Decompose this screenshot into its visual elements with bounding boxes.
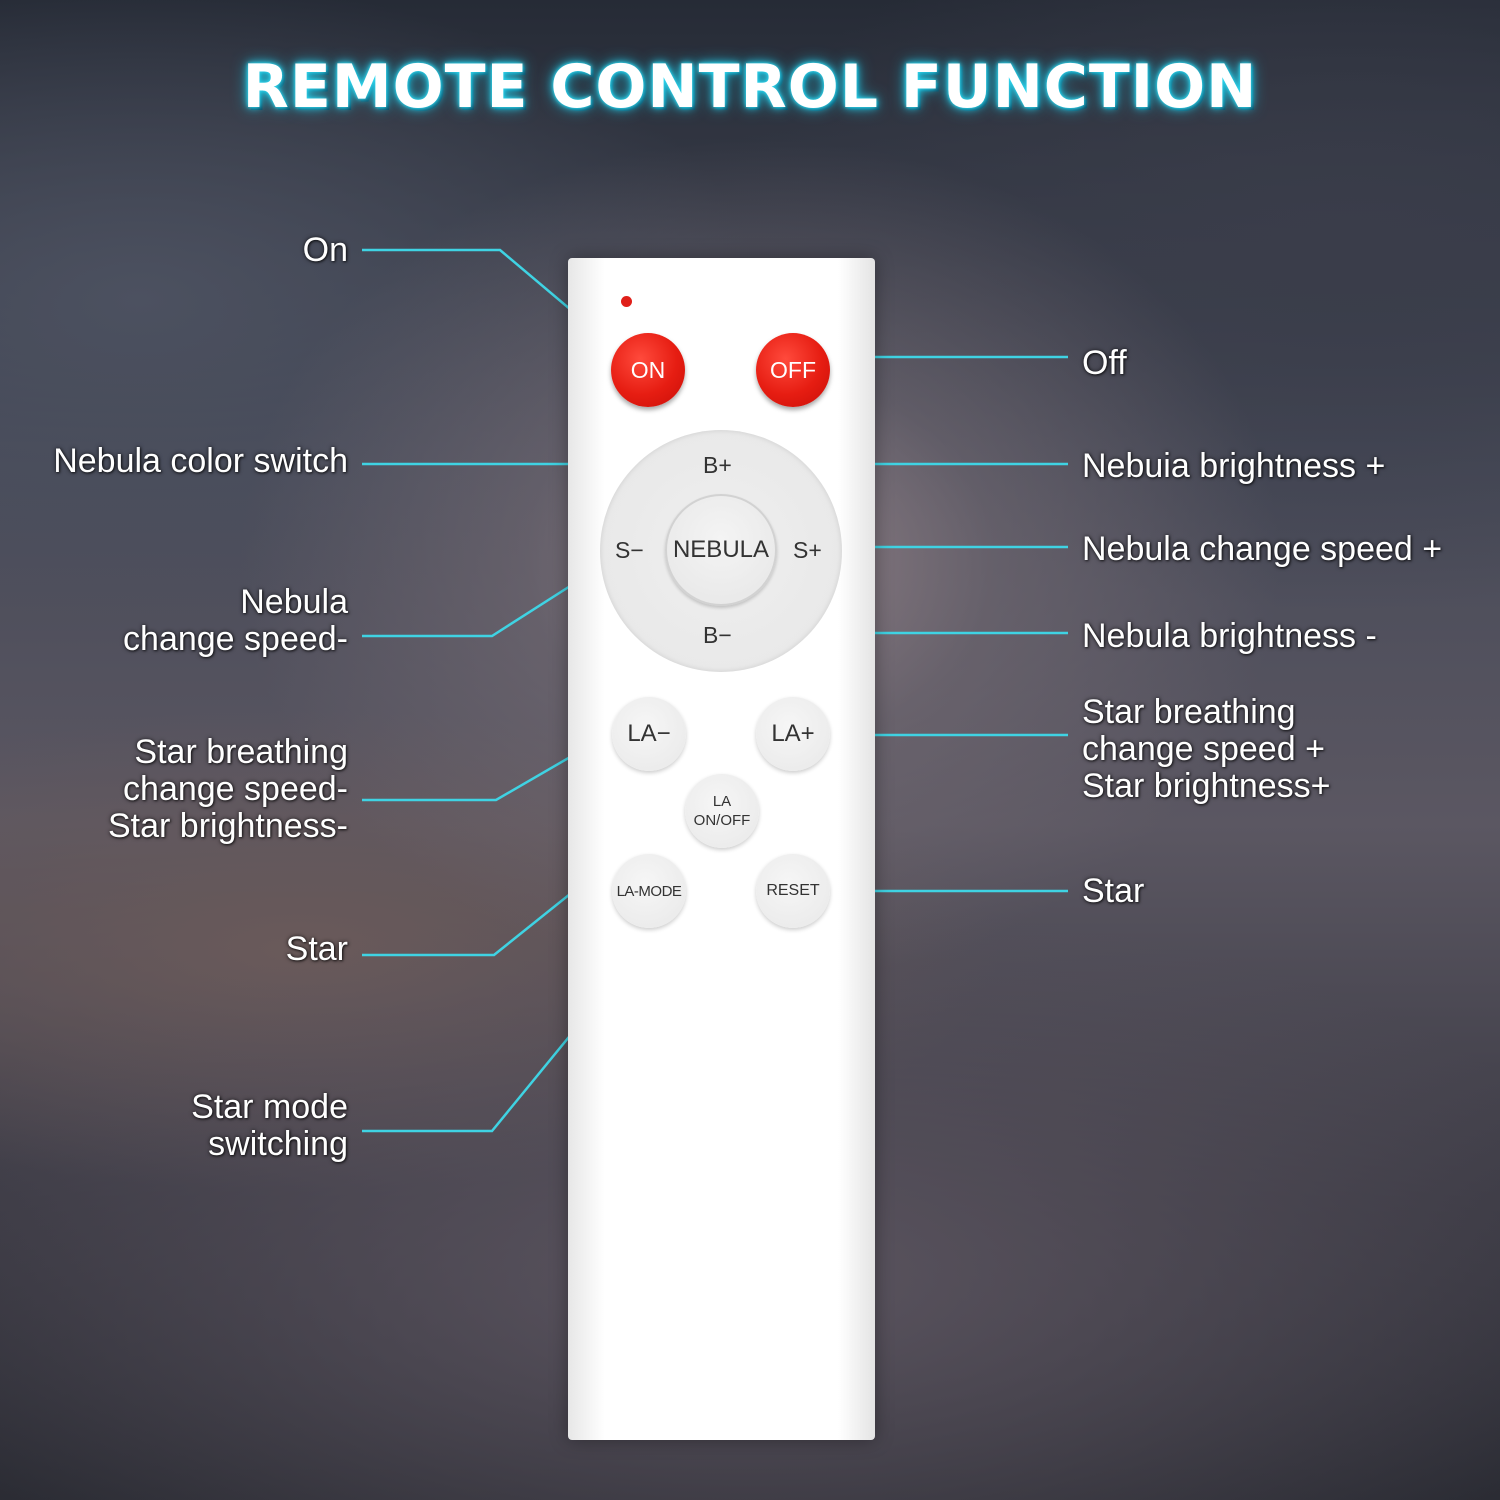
callout-star-left: Star [285,930,348,968]
on-button[interactable]: ON [611,333,685,407]
la-mode-label: LA-MODE [616,882,682,900]
off-button[interactable]: OFF [756,333,830,407]
power-indicator-led [621,296,632,307]
la-mode-button[interactable]: LA-MODE [612,854,686,928]
callout-on: On [302,231,348,269]
la-plus-label: LA+ [771,720,815,747]
la-minus-label: LA− [627,720,671,747]
nebula-button[interactable]: NEBULA [665,494,777,606]
la-onoff-button[interactable]: LA ON/OFF [685,774,759,848]
la-onoff-label-top: LA [712,793,732,810]
callout-nebula-brightness-minus: Nebula brightness - [1082,617,1377,655]
brightness-minus-button[interactable]: B− [703,622,732,648]
nebula-button-label: NEBULA [672,536,770,563]
off-button-label: OFF [770,356,816,383]
reset-label: RESET [766,882,820,899]
reset-button[interactable]: RESET [756,854,830,928]
callout-star-breathing-plus: Star breathing change speed + Star brigh… [1082,693,1331,805]
la-plus-button[interactable]: LA+ [756,697,830,771]
callout-star-mode: Star mode switching [191,1088,348,1163]
on-button-label: ON [630,356,666,383]
page-title: REMOTE CONTROL FUNCTION [242,52,1258,122]
callout-off: Off [1082,344,1127,382]
callout-star-breathing-minus: Star breathing change speed- Star bright… [108,733,348,845]
la-minus-button[interactable]: LA− [612,697,686,771]
callout-nebula-speed-plus: Nebula change speed + [1082,530,1443,568]
brightness-plus-button[interactable]: B+ [703,452,732,478]
speed-minus-button[interactable]: S− [615,537,644,563]
callout-star-right: Star [1082,872,1145,910]
speed-plus-button[interactable]: S+ [793,537,822,563]
callout-nebula-color-switch: Nebula color switch [53,442,348,480]
la-onoff-label-bottom: ON/OFF [693,812,751,829]
line-nebula-speed-minus [362,565,601,638]
callout-nebula-brightness-plus: Nebuia brightness + [1082,447,1386,485]
callout-nebula-speed-minus: Nebula change speed- [123,583,348,658]
